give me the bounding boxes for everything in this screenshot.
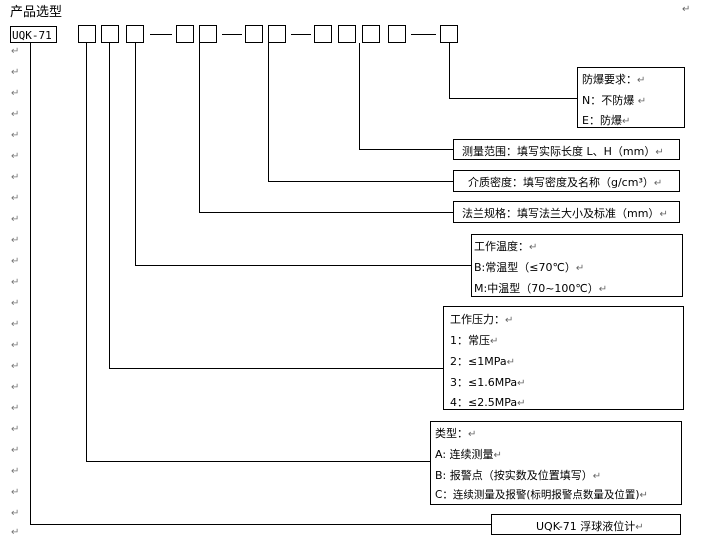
code-box-temperature xyxy=(126,25,144,43)
paragraph-mark: ↵ xyxy=(11,527,20,538)
model-code-box: UQK-71 xyxy=(10,26,57,43)
code-box-medium-2 xyxy=(268,25,286,43)
code-box-flange-1 xyxy=(176,25,194,43)
paragraph-mark: ↵ xyxy=(11,214,20,225)
product-name-card: UQK-71 浮球液位计↵ xyxy=(491,514,681,535)
connector-line xyxy=(109,43,110,369)
connector-line xyxy=(359,149,453,150)
pressure-heading: 工作压力：↵ xyxy=(450,313,514,326)
code-box-range-3 xyxy=(362,25,380,43)
pressure-item: 3：≤1.6MPa↵ xyxy=(450,376,526,389)
paragraph-mark: ↵ xyxy=(11,445,20,456)
flange-card: 法兰规格：填写法兰大小及标准（mm）↵ xyxy=(453,201,680,223)
pressure-card: 工作压力：↵ 1：常压↵ 2：≤1MPa↵ 3：≤1.6MPa↵ 4：≤2.5M… xyxy=(443,306,684,410)
product-name-text: UQK-71 浮球液位计↵ xyxy=(536,520,644,533)
code-box-pressure xyxy=(101,25,119,43)
separator-dash xyxy=(291,34,311,35)
type-item: B: 报警点（按实数及位置填写）↵ xyxy=(435,469,602,482)
code-box-explosion xyxy=(440,25,458,43)
paragraph-mark: ↵ xyxy=(11,424,20,435)
range-text: 测量范围：填写实际长度 L、H（mm）↵ xyxy=(462,145,664,158)
code-box-medium-1 xyxy=(245,25,263,43)
paragraph-mark: ↵ xyxy=(11,151,20,162)
type-item: C：连续测量及报警(标明报警点数量及位置)↵ xyxy=(435,489,648,501)
connector-line xyxy=(30,43,31,525)
paragraph-mark: ↵ xyxy=(11,298,20,309)
paragraph-mark: ↵ xyxy=(11,319,20,330)
range-card: 测量范围：填写实际长度 L、H（mm）↵ xyxy=(453,139,680,160)
explosion-heading: 防爆要求：↵ xyxy=(582,73,646,86)
medium-card: 介质密度：填写密度及名称（g/cm³）↵ xyxy=(453,170,680,192)
connector-line xyxy=(199,43,200,213)
pressure-item: 2：≤1MPa↵ xyxy=(450,355,515,368)
pressure-item: 4：≤2.5MPa↵ xyxy=(450,396,526,409)
paragraph-mark: ↵ xyxy=(11,235,20,246)
separator-dash xyxy=(150,34,172,35)
pressure-item: 1：常压↵ xyxy=(450,334,499,347)
paragraph-mark: ↵ xyxy=(11,382,20,393)
paragraph-mark: ↵ xyxy=(682,4,691,15)
paragraph-mark: ↵ xyxy=(11,340,20,351)
connector-line xyxy=(449,98,577,99)
connector-line xyxy=(268,43,269,182)
connector-line xyxy=(109,368,443,369)
paragraph-mark: ↵ xyxy=(11,403,20,414)
connector-line xyxy=(135,43,136,266)
temperature-heading: 工作温度：↵ xyxy=(474,240,538,253)
code-box-range-1 xyxy=(314,25,332,43)
connector-line xyxy=(268,181,453,182)
connector-line xyxy=(86,43,87,462)
separator-dash xyxy=(411,34,436,35)
paragraph-mark: ↵ xyxy=(11,256,20,267)
type-card: 类型：↵ A: 连续测量↵ B: 报警点（按实数及位置填写）↵ C：连续测量及报… xyxy=(430,421,682,505)
connector-line xyxy=(199,212,453,213)
paragraph-mark: ↵ xyxy=(11,361,20,372)
paragraph-mark: ↵ xyxy=(11,130,20,141)
code-box-range-2 xyxy=(338,25,356,43)
medium-text: 介质密度：填写密度及名称（g/cm³）↵ xyxy=(468,176,663,189)
code-box-range-4 xyxy=(388,25,406,43)
connector-line xyxy=(449,43,450,99)
paragraph-mark: ↵ xyxy=(11,466,20,477)
paragraph-mark: ↵ xyxy=(11,67,20,78)
connector-line xyxy=(30,524,491,525)
temperature-item: B:常温型（≤70℃）↵ xyxy=(474,261,585,274)
paragraph-mark: ↵ xyxy=(11,46,20,57)
connector-line xyxy=(86,461,430,462)
temperature-card: 工作温度：↵ B:常温型（≤70℃）↵ M:中温型（70~100℃）↵ xyxy=(471,234,683,297)
explosion-item: E：防爆↵ xyxy=(582,114,631,127)
connector-line xyxy=(359,43,360,150)
paragraph-mark: ↵ xyxy=(11,277,20,288)
type-item: A: 连续测量↵ xyxy=(435,448,502,461)
paragraph-mark: ↵ xyxy=(11,172,20,183)
explosion-item: N：不防爆 ↵ xyxy=(582,94,647,107)
code-box-flange-2 xyxy=(199,25,217,43)
type-heading: 类型：↵ xyxy=(435,427,477,440)
separator-dash xyxy=(222,34,242,35)
code-box-type xyxy=(78,25,96,43)
connector-line xyxy=(135,265,471,266)
explosion-card: 防爆要求：↵ N：不防爆 ↵ E：防爆↵ xyxy=(577,67,685,128)
paragraph-mark: ↵ xyxy=(11,508,20,519)
temperature-item: M:中温型（70~100℃）↵ xyxy=(474,282,608,295)
paragraph-mark: ↵ xyxy=(11,193,20,204)
paragraph-mark: ↵ xyxy=(11,109,20,120)
flange-text: 法兰规格：填写法兰大小及标准（mm）↵ xyxy=(462,207,668,220)
paragraph-mark: ↵ xyxy=(11,487,20,498)
paragraph-mark: ↵ xyxy=(11,88,20,99)
page-title: 产品选型 xyxy=(10,5,63,20)
